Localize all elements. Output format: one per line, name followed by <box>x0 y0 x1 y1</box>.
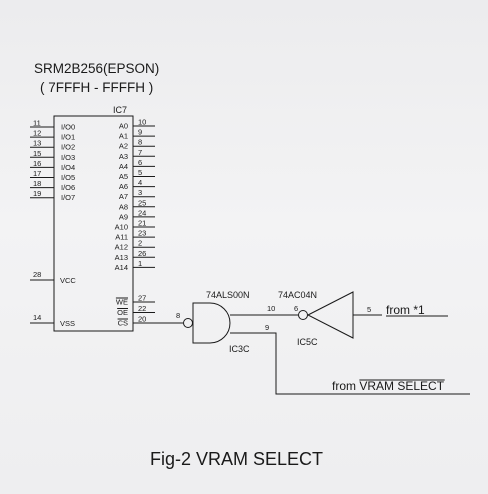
ic7-pin-name: I/O5 <box>61 173 75 182</box>
ic7-pin-name: A11 <box>115 233 128 242</box>
vcc-pin-name: VCC <box>60 276 76 285</box>
ic7-pin-name: A12 <box>115 243 128 252</box>
ic7-pin-name: A7 <box>119 192 128 201</box>
ic7-pin-number: 10 <box>138 118 146 127</box>
nand-input-b-wire <box>230 332 470 395</box>
ic7-pin-number: 22 <box>138 304 146 313</box>
nand-part-label: 74ALS00N <box>206 290 250 300</box>
ic7-address-range: ( 7FFFH - FFFFH ) <box>40 80 153 95</box>
ic7-pin-name: I/O1 <box>61 133 75 142</box>
inverter-part-label: 74AC04N <box>278 290 317 300</box>
ic7-control-pins: 27 WE 22 OE 20 CS <box>115 294 155 328</box>
ic7-pin-name: A6 <box>119 182 128 191</box>
ic7-pin-name: A0 <box>119 122 128 131</box>
ic7-pin-number: 18 <box>33 179 41 188</box>
ic7-pin-number: 15 <box>33 149 41 158</box>
ic7-pin-name: I/O6 <box>61 183 75 192</box>
ic7-pin-number: 12 <box>33 129 41 138</box>
ic7-pin-name: A2 <box>119 142 128 151</box>
ic7-pin-name: I/O2 <box>61 143 75 152</box>
ic7-pin-number: 20 <box>138 315 146 324</box>
ic7-pin-number: 21 <box>138 219 146 228</box>
ic7-pin-number: 25 <box>138 198 146 207</box>
ic7-pin-name: WE <box>116 298 128 307</box>
ic7-pin-name: A9 <box>119 212 128 221</box>
inverter-output-bubble <box>298 310 308 320</box>
ic7-pin-name: A13 <box>115 253 128 262</box>
nand-output-bubble <box>183 318 193 328</box>
inverter-input-pin-number: 5 <box>367 305 371 314</box>
ic7-part-label: SRM2B256(EPSON) <box>34 61 159 76</box>
ic7-pin-number: 1 <box>138 259 142 268</box>
inverter-output-pin-number: 6 <box>294 304 298 313</box>
ic7-pin-name: A4 <box>119 162 128 171</box>
ic7-pin-number: 19 <box>33 189 41 198</box>
ic7-pin-number: 16 <box>33 159 41 168</box>
nand-input-a-pin-number: 10 <box>267 304 275 313</box>
ic7-pin-name: CS <box>118 319 128 328</box>
vss-pin-name: VSS <box>60 319 75 328</box>
ic7-pin-name: I/O3 <box>61 153 75 162</box>
ic7-pin-number: 24 <box>138 208 146 217</box>
ic7-pin-number: 5 <box>138 168 142 177</box>
inverter-ref-label: IC5C <box>297 337 318 347</box>
nand-output-pin-number: 8 <box>176 311 180 320</box>
ic7-pin-number: 17 <box>33 169 41 178</box>
nand-ref-label: IC3C <box>229 344 250 354</box>
ic7-pin-name: I/O7 <box>61 193 75 202</box>
from-1-signal-label: from *1 <box>386 303 425 317</box>
ic7-pin-number: 13 <box>33 139 41 148</box>
from-vram-select-label: from VRAM SELECT <box>332 379 445 393</box>
ic7-pin-name: I/O0 <box>61 123 75 132</box>
ic7-pin-name: A14 <box>115 263 128 272</box>
ic7-pin-number: 9 <box>138 128 142 137</box>
ic7-pin-number: 23 <box>138 229 146 238</box>
ic7-pin-name: OE <box>117 308 128 317</box>
ic7-pin-number: 11 <box>33 119 41 128</box>
vss-pin-number: 14 <box>33 313 41 322</box>
ic7-pin-number: 4 <box>138 178 142 187</box>
ic7-pin-name: A8 <box>119 202 128 211</box>
ic7-pin-name: A3 <box>119 152 128 161</box>
figure-caption: Fig-2 VRAM SELECT <box>150 449 323 469</box>
ic7-pin-number: 8 <box>138 138 142 147</box>
ic7-ref-label: IC7 <box>113 105 127 115</box>
ic7-pin-name: I/O4 <box>61 163 75 172</box>
ic7-body <box>53 115 134 332</box>
ic7-pin-number: 2 <box>138 239 142 248</box>
ic7-pin-name: A5 <box>119 172 128 181</box>
ic7-pin-number: 27 <box>138 294 146 303</box>
vcc-pin-number: 28 <box>33 270 41 279</box>
ic7-pin-number: 6 <box>138 158 142 167</box>
nand-gate-body <box>192 302 231 344</box>
ic7-pin-number: 7 <box>138 148 142 157</box>
ic7-pin-name: A10 <box>115 223 128 232</box>
ic7-right-pins: 10A09A18A27A36A45A54A63A725A824A921A1023… <box>115 118 155 272</box>
ic7-pin-name: A1 <box>119 132 128 141</box>
ic7-pin-number: 3 <box>138 188 142 197</box>
ic7-pin-number: 26 <box>138 249 146 258</box>
nand-input-b-pin-number: 9 <box>265 323 269 332</box>
